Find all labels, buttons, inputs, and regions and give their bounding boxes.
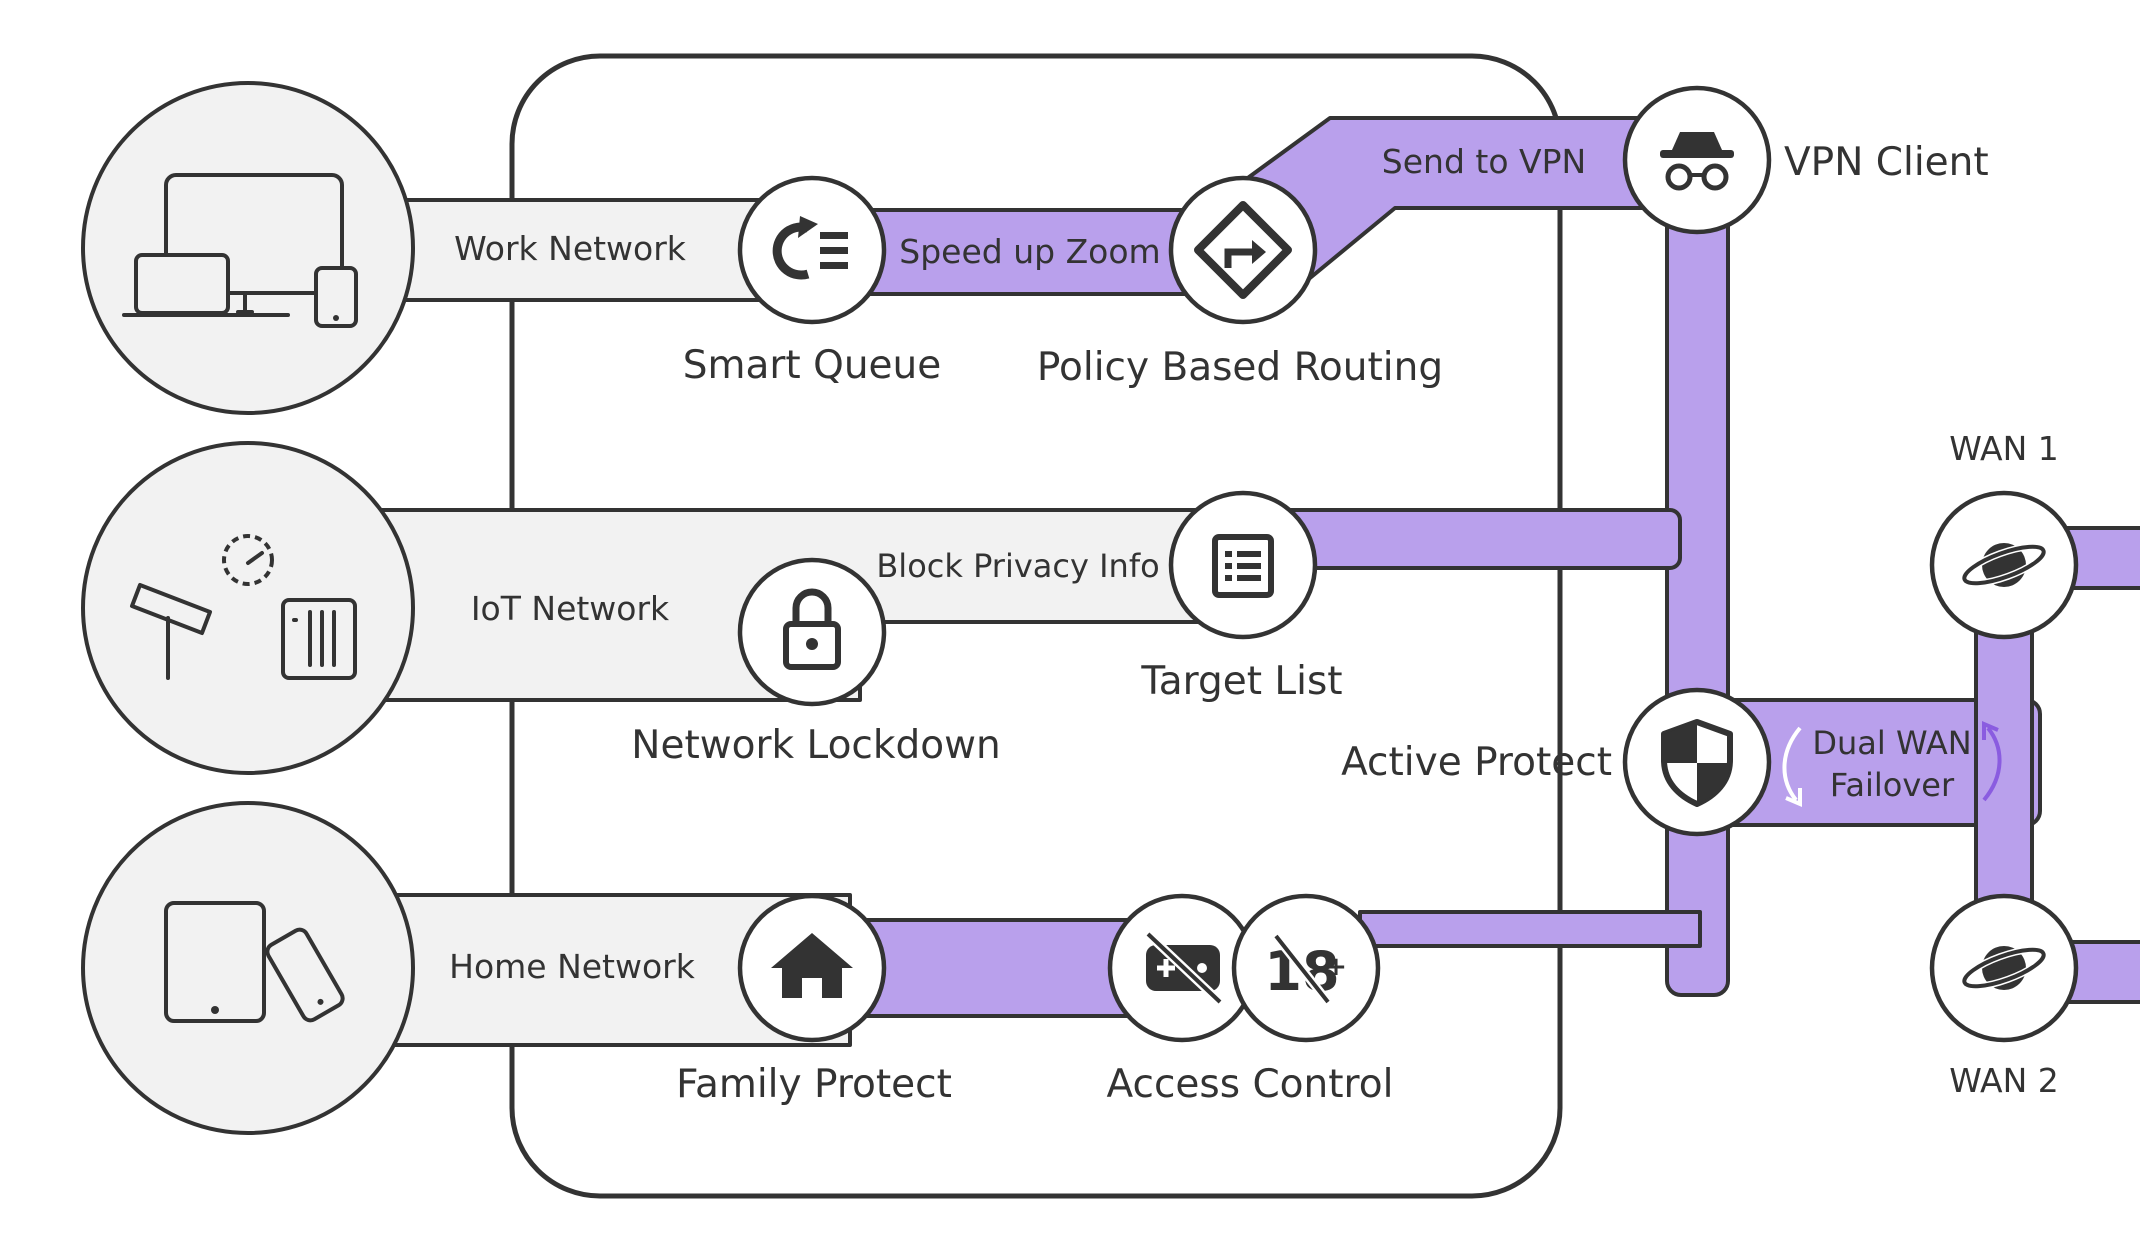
access-control-label: Access Control — [1107, 1062, 1394, 1107]
dual-wan-label: Dual WAN — [1812, 724, 1971, 762]
house-icon — [771, 933, 853, 998]
svg-text:+: + — [1325, 952, 1347, 982]
gauge-icon — [222, 534, 274, 586]
camera-icon — [130, 583, 212, 680]
target-list-label: Target List — [1140, 659, 1342, 704]
work-network-devices — [81, 81, 415, 415]
speed-up-zoom-label: Speed up Zoom — [899, 232, 1160, 271]
route-sign-icon — [1194, 201, 1292, 299]
network-lockdown-label: Network Lockdown — [631, 723, 1000, 768]
planet-icon — [1960, 543, 2048, 587]
send-to-vpn-label: Send to VPN — [1382, 142, 1586, 181]
wan1-node[interactable] — [1929, 490, 2079, 640]
phone-icon — [265, 927, 345, 1023]
desktop-monitor-icon — [164, 173, 344, 314]
home-network-label: Home Network — [449, 947, 696, 986]
vpn-client-label: VPN Client — [1784, 140, 1989, 185]
wan1-label: WAN 1 — [1949, 429, 2059, 468]
policy-routing-node[interactable] — [1168, 175, 1318, 325]
spy-glasses-icon — [1660, 132, 1734, 191]
wan2-node[interactable] — [1929, 893, 2079, 1043]
no-18-plus-icon: 18 + — [1264, 933, 1347, 1005]
wan2-label: WAN 2 — [1949, 1061, 2059, 1100]
family-protect-label: Family Protect — [676, 1062, 952, 1107]
failover-label: Failover — [1830, 766, 1955, 804]
no-gaming-icon — [1144, 930, 1224, 1006]
work-network-label: Work Network — [454, 229, 687, 268]
active-protect-label: Active Protect — [1341, 740, 1612, 785]
target-list-lane — [1278, 508, 1682, 570]
iot-network-label: IoT Network — [471, 589, 670, 628]
iot-network-devices — [81, 441, 415, 775]
tablet-icon — [164, 901, 266, 1023]
block-privacy-info-label: Block Privacy Info — [876, 547, 1159, 585]
server-icon — [281, 598, 357, 680]
network-lockdown-node[interactable] — [737, 557, 887, 707]
home-network-devices — [81, 801, 415, 1135]
target-list-node[interactable] — [1168, 490, 1318, 640]
access-control-lane — [1358, 910, 1702, 948]
smart-queue-icon — [772, 216, 848, 280]
phone-icon — [314, 266, 358, 328]
vpn-client-node[interactable] — [1622, 85, 1772, 235]
padlock-icon — [783, 588, 841, 670]
labels: Work Network IoT Network Home Network Sp… — [449, 140, 2059, 1107]
smart-queue-node[interactable] — [737, 175, 887, 325]
policy-routing-label: Policy Based Routing — [1037, 345, 1443, 390]
planet-icon — [1960, 946, 2048, 990]
shield-icon — [1661, 719, 1733, 807]
smart-queue-label: Smart Queue — [683, 343, 942, 388]
list-icon — [1212, 534, 1274, 598]
family-protect-node[interactable] — [737, 893, 887, 1043]
failover-arrows-icon — [1782, 720, 2002, 808]
laptop-icon — [122, 253, 290, 317]
active-protect-node[interactable] — [1622, 687, 1772, 837]
access-control-node[interactable]: 18 + — [1107, 893, 1381, 1043]
trunk-vertical — [1665, 168, 1730, 997]
